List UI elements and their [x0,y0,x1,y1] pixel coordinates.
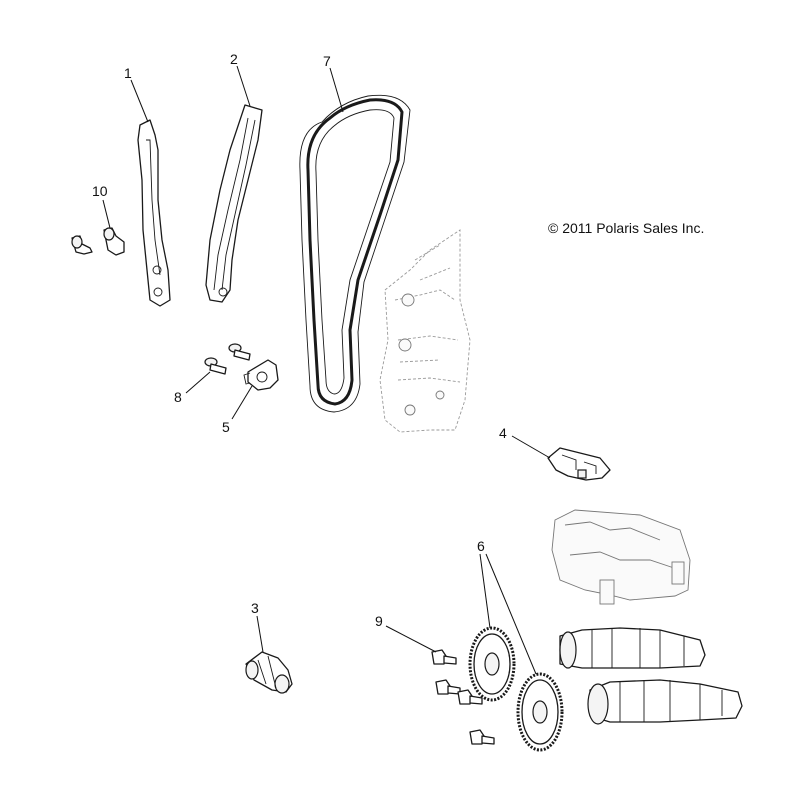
callout-5: 5 [222,419,230,435]
callout-3: 3 [251,600,259,616]
callout-1: 1 [124,65,132,81]
timing-chain[interactable] [299,94,411,413]
bearing-cap[interactable] [547,447,611,481]
tensioner-bracket[interactable] [243,359,279,391]
engine-block-outline [379,229,471,433]
cylinder-head-outline [551,509,691,605]
leader-lines [102,65,551,675]
callout-6: 6 [477,538,485,554]
callout-4: 4 [499,425,507,441]
callout-2: 2 [230,51,238,67]
sprocket-bolts[interactable] [431,649,495,745]
cam-sprockets[interactable] [468,626,564,752]
callout-10: 10 [92,183,108,199]
callout-8: 8 [174,389,182,405]
tensioner-blade[interactable] [205,104,263,303]
camshafts[interactable] [559,627,743,725]
callout-9: 9 [375,613,383,629]
chain-guide-front[interactable] [137,119,171,307]
tensioner-bolts[interactable] [204,343,251,375]
callout-7: 7 [323,53,331,69]
callout-labels: 1 2 7 10 8 5 4 6 9 3 [92,51,507,629]
guide-pin-bolts[interactable] [71,227,125,256]
chain-tensioner[interactable] [245,651,293,694]
copyright-notice: © 2011 Polaris Sales Inc. [548,220,705,236]
